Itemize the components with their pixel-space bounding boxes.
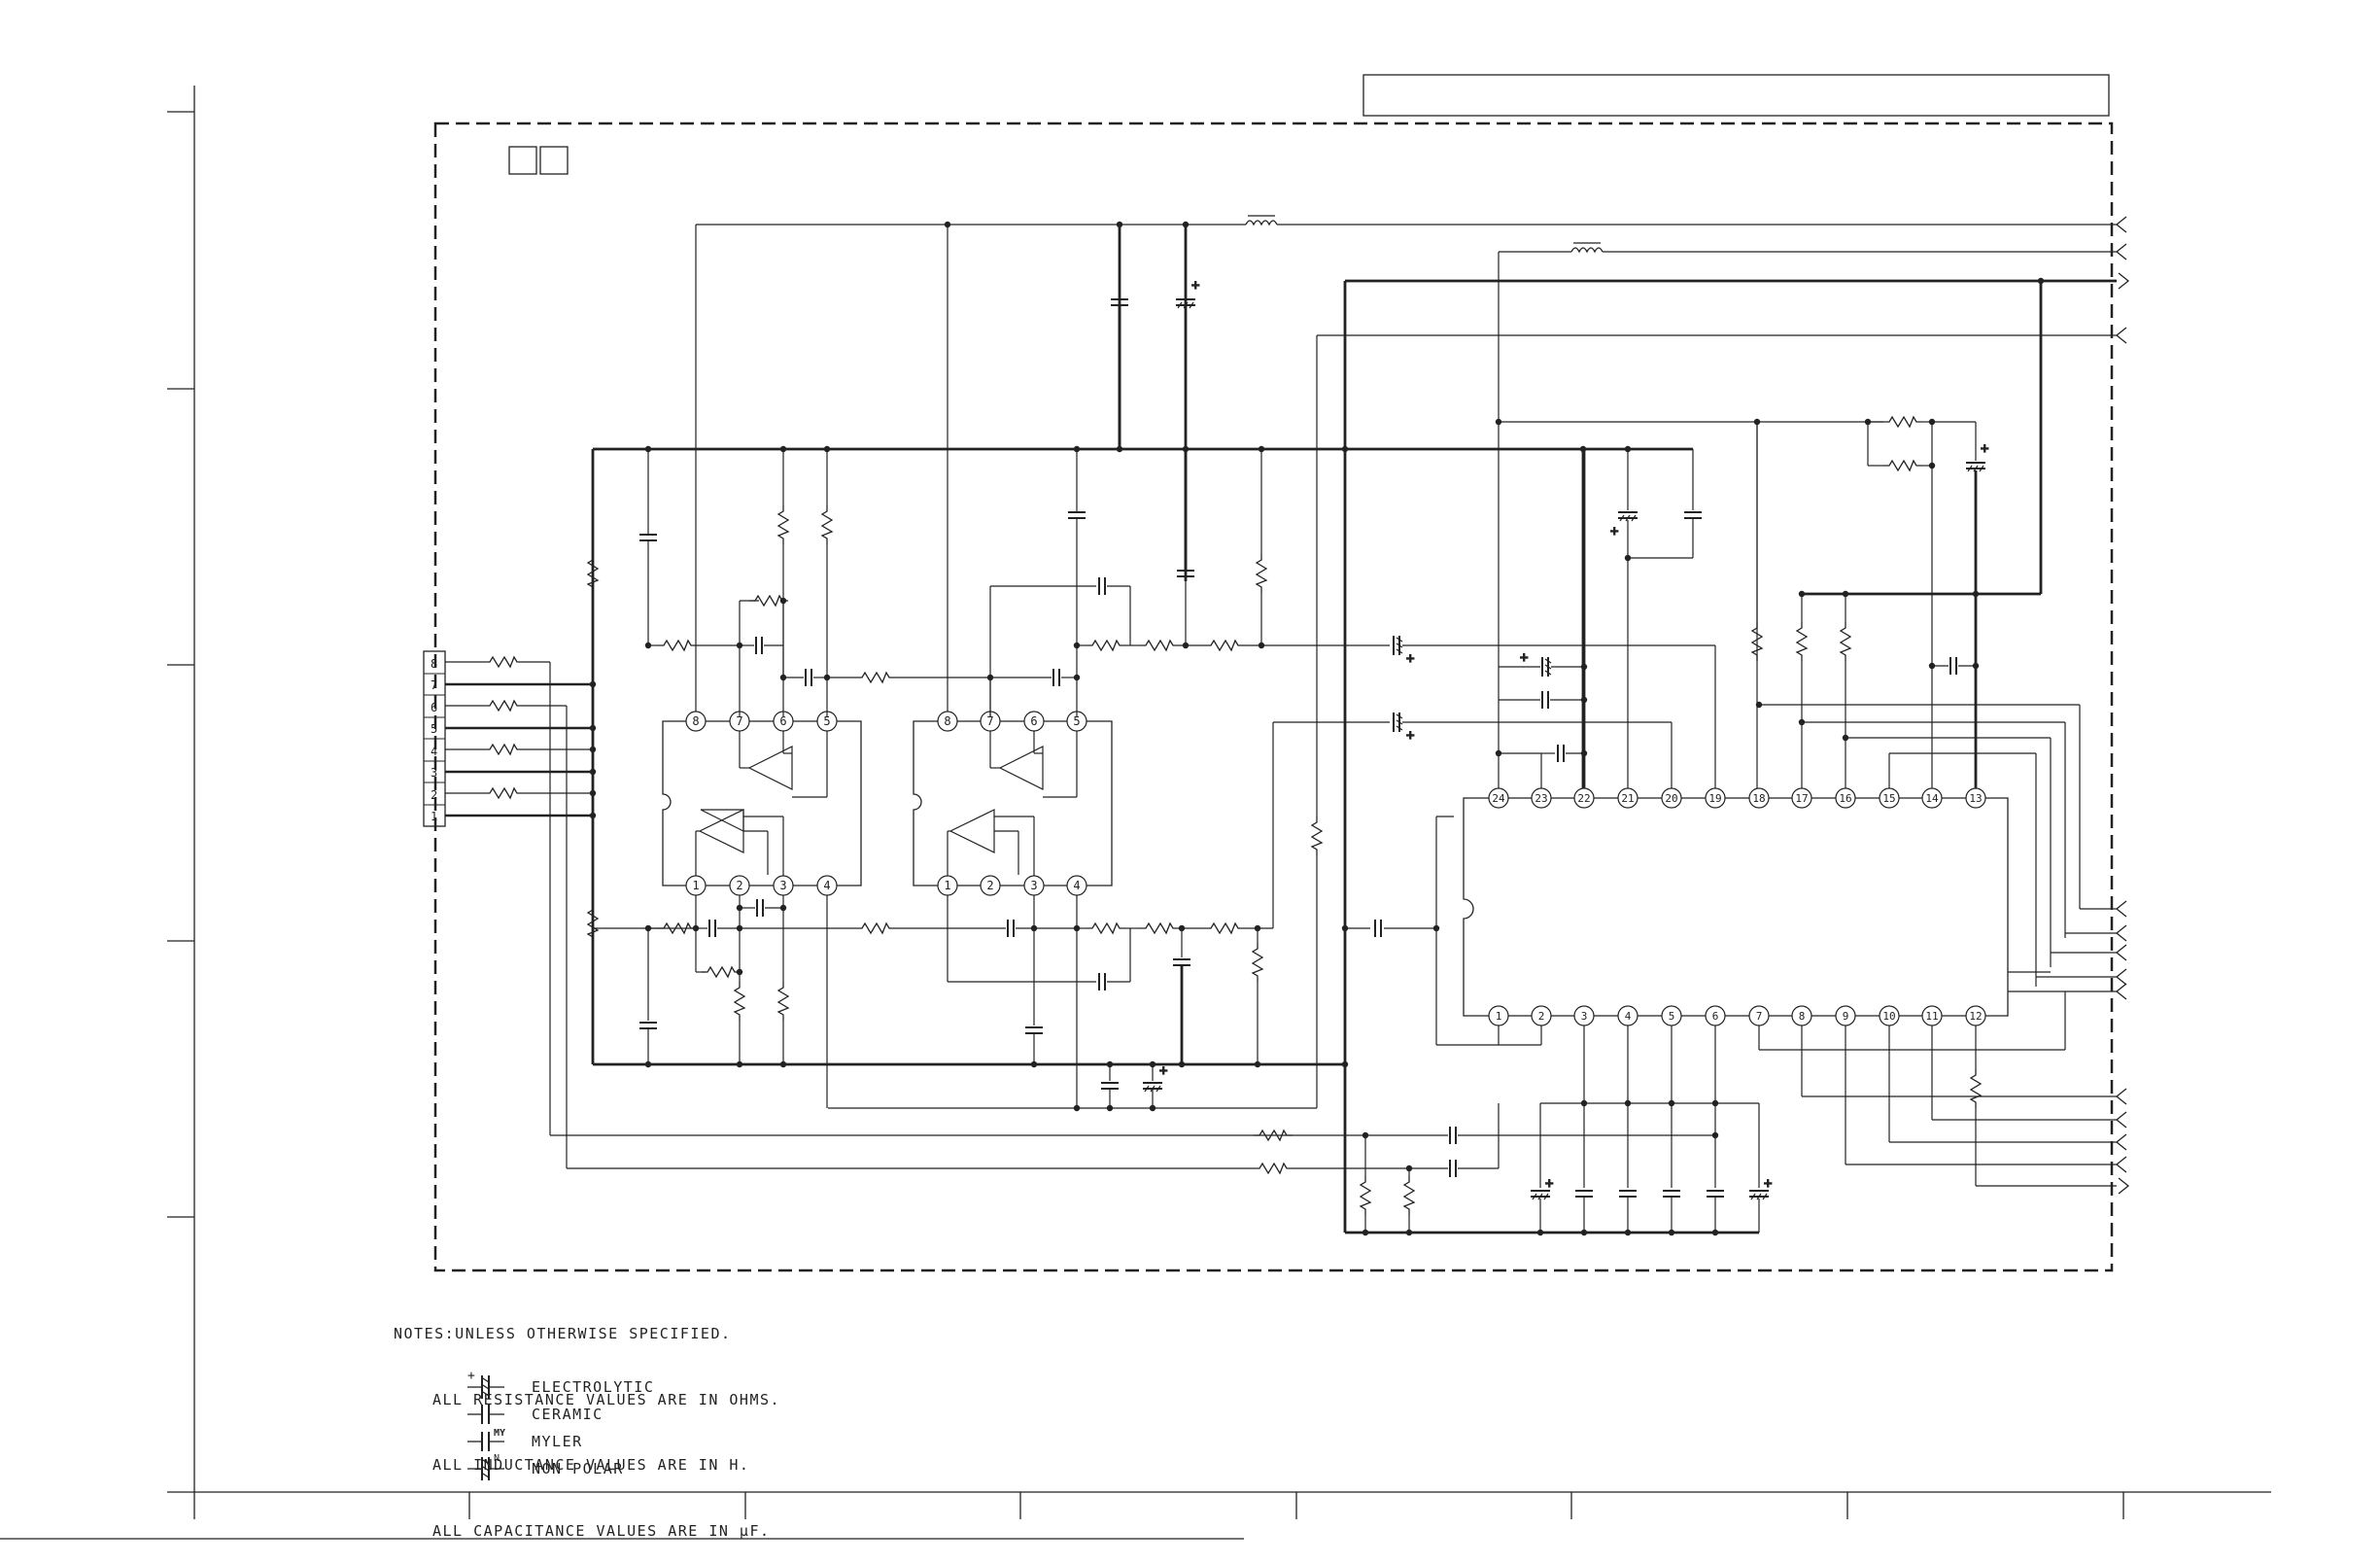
mylar-mark: MY [494,1428,505,1439]
svg-text:+: + [467,1369,475,1383]
ceramic-capacitor-symbol [467,1405,504,1424]
main-ic-pin-17: 17 [1795,792,1808,805]
main-ic-pin-3: 3 [1581,1010,1588,1023]
svg-text:+: + [1406,728,1414,744]
main-ic-pin-5: 5 [1669,1010,1675,1023]
connector-wiring [445,656,1254,1169]
legend-symbols: + MY N [467,1369,505,1480]
svg-text:+: + [1981,441,1988,457]
ic-a-pin-2: 2 [736,879,742,892]
main-ic-pin-13: 13 [1969,792,1982,805]
board-id-box-right [539,146,569,175]
ic-a-pin-7: 7 [736,714,742,728]
main-ic-pin-10: 10 [1882,1010,1895,1023]
non-polar-capacitor-symbol: N [467,1453,504,1480]
connector-pin-4: 4 [431,745,437,758]
ic-b-pin-3: 3 [1030,879,1037,892]
ic-a-pin-1: 1 [692,879,699,892]
ic-a-pin-3: 3 [779,879,786,892]
legend-mylar-label: MYLER [532,1433,583,1450]
main-ic-pin-4: 4 [1625,1010,1632,1023]
main-ic-pin-11: 11 [1925,1010,1938,1023]
connector-pin-3: 3 [431,766,437,780]
legend-ceramic-label: CERAMIC [532,1406,604,1423]
svg-text:+: + [1520,650,1528,666]
ic-a-pin-5: 5 [823,714,830,728]
ic-b-pin-4: 4 [1073,879,1080,892]
connector-pin-1: 1 [431,810,437,823]
ic-b-pin-2: 2 [986,879,993,892]
main-ic-pins: 24 23 22 21 20 19 18 17 16 15 14 13 1 2 … [1488,787,1986,1026]
main-ic-pin-6: 6 [1712,1010,1719,1023]
legend-non-polar-label: NON POLAR [532,1460,624,1477]
svg-text:+: + [1159,1063,1167,1079]
input-connector: 8 7 6 5 4 3 2 1 [423,650,446,827]
ic-b-pin-1: 1 [944,879,950,892]
main-ic-pin-12: 12 [1969,1010,1982,1023]
top-signal-wiring [695,215,2129,1109]
electrolytic-capacitor-symbol: + [467,1369,504,1399]
ic-a-pin-4: 4 [823,879,830,892]
connector-pin-8: 8 [431,657,437,671]
ic-a-pin-8: 8 [692,714,699,728]
main-ic-pin-15: 15 [1882,792,1895,805]
ic-b-pin-8: 8 [944,714,950,728]
ic-b-pin-5: 5 [1073,714,1080,728]
mylar-capacitor-symbol: MY [467,1428,505,1451]
main-ic-pin-21: 21 [1621,792,1634,805]
main-ic-pin-14: 14 [1925,792,1939,805]
ic-a-pin-6: 6 [779,714,786,728]
main-ic-pin-20: 20 [1665,792,1677,805]
connector-pin-6: 6 [431,701,437,714]
rail-decoupling: + [1110,225,1200,577]
main-ic [1463,797,2009,1017]
opamp-ic-b [913,720,1113,886]
main-ic-pin-8: 8 [1799,1010,1806,1023]
ic-b-pin-6: 6 [1030,714,1037,728]
svg-text:+: + [1610,524,1618,539]
main-ic-pin-23: 23 [1535,792,1547,805]
ic-b-pin-7: 7 [986,714,993,728]
main-ic-pin-19: 19 [1708,792,1721,805]
notes-block: NOTES:UNLESS OTHERWISE SPECIFIED. ALL RE… [394,1279,780,1564]
notes-resistance: ALL RESISTANCE VALUES ARE IN OHMS. [432,1390,781,1408]
main-ic-pin-16: 16 [1839,792,1851,805]
svg-text:+: + [1545,1176,1553,1192]
notes-capacitance: ALL CAPACITANCE VALUES ARE IN μF. [432,1521,771,1540]
board-id-box-left [508,146,537,175]
junction-dots [589,221,2045,1236]
notes-inductance: ALL INDUCTANCE VALUES ARE IN H. [432,1456,750,1474]
main-ic-pin-18: 18 [1752,792,1765,805]
main-ic-pin-24: 24 [1492,792,1505,805]
main-ic-pin-1: 1 [1496,1010,1502,1023]
svg-text:+: + [1764,1176,1772,1192]
main-ic-wiring: + + + [1253,416,2129,1233]
title-block [1362,74,2110,117]
notes-heading: NOTES:UNLESS OTHERWISE SPECIFIED. [394,1325,732,1342]
non-polar-mark: N [494,1453,500,1464]
opamp-ic-a-pins: 8 7 6 5 1 2 3 4 [685,711,838,896]
svg-text:+: + [1191,278,1199,294]
opamp-section-wiring: + + + [587,449,1716,1108]
legend-electrolytic-label: ELECTROLYTIC [532,1378,655,1396]
main-ic-pin-22: 22 [1577,792,1590,805]
connector-pin-7: 7 [431,678,437,692]
sheet-frame [0,86,2271,1540]
svg-text:+: + [1406,651,1414,667]
opamp-ic-b-pins: 8 7 6 5 1 2 3 4 [937,711,1087,896]
main-ic-pin-9: 9 [1843,1010,1849,1023]
connector-pin-5: 5 [431,722,437,736]
main-ic-pin-2: 2 [1538,1010,1545,1023]
main-ic-pin-7: 7 [1756,1010,1763,1023]
board-outline [433,122,2114,1272]
connector-pin-2: 2 [431,788,437,802]
opamp-ic-a [662,720,862,886]
